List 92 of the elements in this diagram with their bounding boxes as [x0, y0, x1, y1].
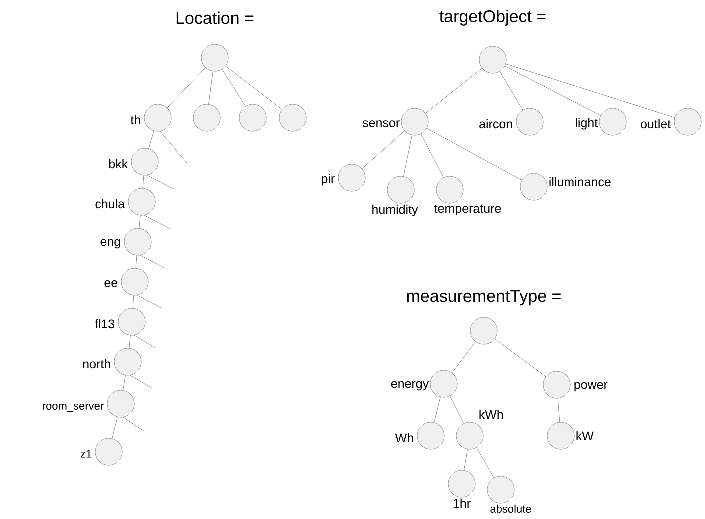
circle-node [448, 470, 476, 498]
connector-line [112, 417, 118, 439]
connector-line [500, 72, 524, 110]
connector-line [144, 215, 172, 230]
node-label: ee [104, 280, 118, 288]
circle-node [516, 108, 544, 136]
circle-node [201, 44, 229, 72]
circle-node [547, 422, 575, 450]
connector-line [476, 448, 494, 478]
circle-node [599, 108, 627, 136]
tree-title: measurementType = [407, 290, 561, 306]
node-label: humidity [372, 204, 418, 217]
node-label: pir [322, 174, 335, 186]
circle-node [279, 104, 307, 132]
node-label: light [576, 118, 598, 130]
circle-node [193, 104, 221, 132]
connector-line [421, 134, 444, 178]
node-label: chula [96, 199, 126, 209]
circle-node [118, 308, 146, 336]
connector-line [130, 375, 153, 389]
connector-line [129, 335, 131, 349]
node-label: z1 [80, 450, 92, 458]
connector-line [140, 255, 166, 269]
connector-line [222, 69, 246, 107]
node-label: sensor [362, 120, 400, 128]
connector-line [426, 68, 482, 114]
node-label: 1hr [454, 498, 471, 508]
connector-line [139, 215, 141, 229]
connector-line [208, 71, 214, 105]
circle-node [401, 108, 429, 136]
node-label: Wh [395, 433, 414, 443]
connector-line [123, 417, 145, 432]
circle-node [144, 104, 172, 132]
circle-node [436, 176, 464, 204]
circle-node [417, 422, 445, 450]
circle-node [456, 422, 484, 450]
circle-node [338, 164, 366, 192]
circle-node [95, 438, 123, 466]
connector-line [506, 64, 676, 118]
connector-line [136, 255, 138, 269]
connector-line [123, 375, 126, 391]
connector-line [494, 338, 546, 378]
connector-line [452, 342, 476, 374]
connector-line [226, 66, 282, 110]
connector-line [426, 128, 522, 181]
connector-line [137, 295, 163, 309]
node-label: bkk [109, 159, 128, 169]
node-label: aircon [480, 119, 512, 129]
circle-node [479, 46, 507, 74]
circle-node [487, 476, 515, 504]
node-label: absolute [490, 504, 532, 513]
connector-line [160, 131, 188, 164]
circle-node [124, 228, 152, 256]
node-label: energy [391, 381, 430, 391]
node-label: north [83, 359, 110, 369]
node-label: eng [100, 239, 120, 249]
circle-node [239, 104, 267, 132]
connector-line [464, 449, 468, 471]
connector-line [147, 175, 175, 190]
circle-node [470, 317, 498, 345]
node-label: power [574, 382, 608, 392]
circle-node [121, 268, 149, 296]
node-label: room_server [43, 404, 104, 412]
tree-title: Location = [176, 12, 254, 24]
connector-line [134, 335, 157, 349]
connector-line [504, 66, 602, 116]
node-label: kWh [480, 410, 504, 420]
connector-line [362, 130, 405, 170]
node-label: kW [576, 431, 594, 441]
circle-node [520, 173, 548, 201]
connector-line [142, 175, 144, 189]
circle-node [674, 108, 702, 136]
connector-line [450, 396, 464, 424]
node-label: temperature [434, 204, 502, 216]
circle-node [107, 390, 135, 418]
connector-line [434, 397, 441, 423]
connector-line [404, 135, 412, 177]
circle-node [114, 348, 142, 376]
circle-node [543, 371, 571, 399]
connector-line [148, 130, 154, 150]
node-label: outlet [641, 119, 671, 129]
circle-node [131, 148, 159, 176]
circle-node [128, 188, 156, 216]
connector-line [132, 295, 134, 309]
connector-line [167, 68, 206, 108]
node-label: th [130, 115, 140, 125]
circle-node [430, 370, 458, 398]
node-label: fl13 [95, 319, 115, 329]
node-label: illuminance [550, 177, 611, 187]
connector-line [558, 398, 560, 423]
tree-title: targetObject = [440, 10, 546, 26]
circle-node [387, 176, 415, 204]
